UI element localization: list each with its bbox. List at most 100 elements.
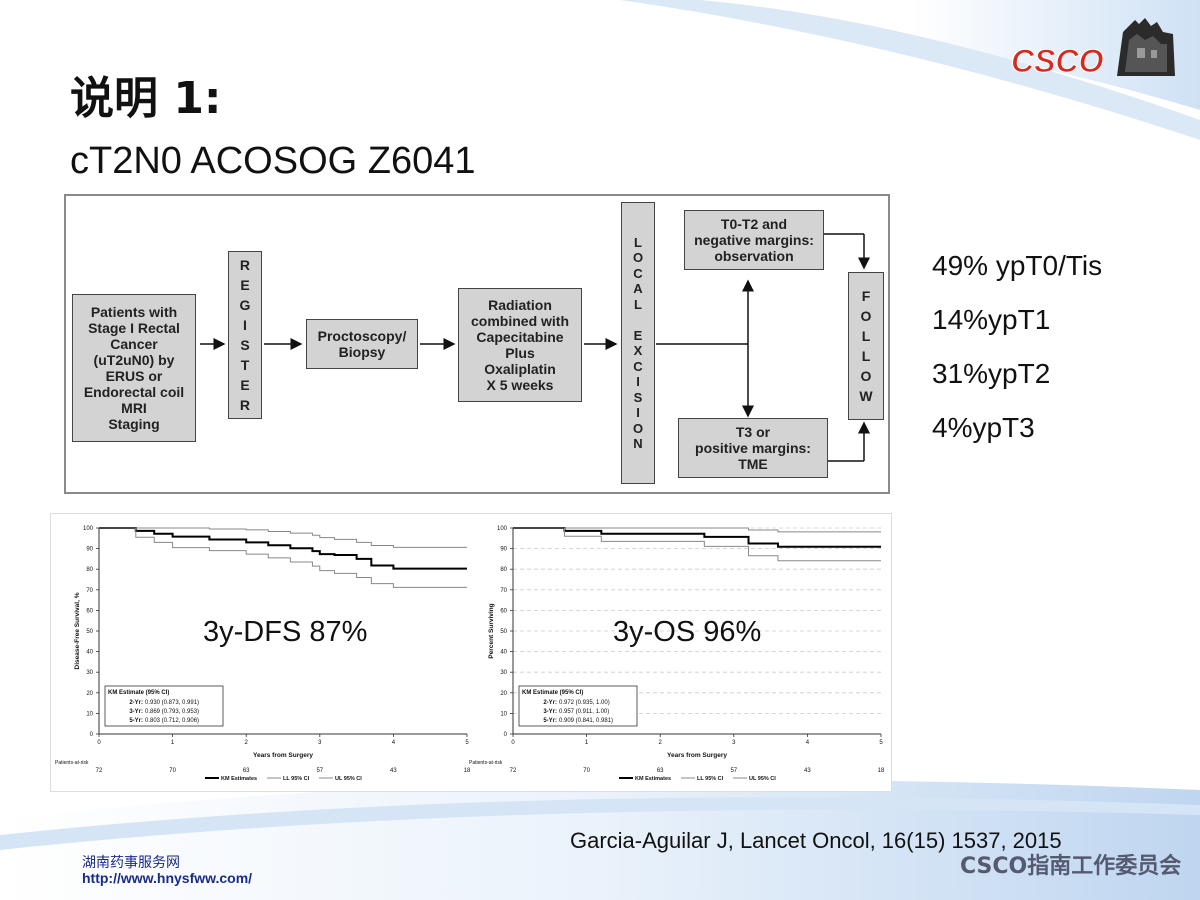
follow-text: F O L L O W — [859, 288, 873, 404]
dfs-x-axis-label: Years from Surgery — [253, 752, 313, 759]
proctoscopy-box: Proctoscopy/ Biopsy — [306, 319, 418, 369]
dfs-y-tick-label: 50 — [86, 629, 93, 635]
os-y-tick-label: 60 — [500, 608, 507, 614]
dfs-km-row-value: 0.869 (0.793, 0.953) — [145, 709, 199, 715]
dfs-x-tick-label: 1 — [171, 740, 175, 746]
dfs-series-line-1 — [99, 527, 467, 588]
dfs-y-tick-label: 10 — [86, 711, 93, 717]
dfs-km-row-label: 5-Yr: — [129, 718, 143, 724]
os-km-row-value: 0.909 (0.841, 0.981) — [559, 718, 613, 724]
stat-ypt2: 31%ypT2 — [932, 358, 1051, 389]
os-x-tick-label: 3 — [732, 740, 736, 746]
patients-text: Patients with Stage I Rectal Cancer (uT2… — [83, 304, 185, 432]
os-km-row-value: 0.957 (0.911, 1.00) — [559, 709, 609, 715]
dfs-y-tick-label: 30 — [86, 670, 93, 676]
os-at-risk-label: Patients-at-risk — [469, 760, 503, 766]
dfs-y-tick-label: 80 — [86, 567, 93, 573]
dfs-y-tick-label: 20 — [86, 691, 93, 697]
dfs-km-row-value: 0.930 (0.873, 0.991) — [145, 700, 199, 706]
citation: Garcia-Aguilar J, Lancet Oncol, 16(15) 1… — [570, 828, 1062, 853]
register-box: R E G I S T E R — [228, 251, 262, 419]
footer-url[interactable]: http://www.hnysfww.com/ — [82, 870, 253, 886]
os-at-risk-value: 72 — [510, 768, 517, 774]
dfs-km-box — [104, 685, 224, 727]
trial-flow-diagram: Patients with Stage I Rectal Cancer (uT2… — [64, 194, 890, 494]
dfs-y-tick-label: 100 — [83, 526, 94, 532]
os-km-row-value: 0.972 (0.935, 1.00) — [559, 700, 610, 706]
pathology-stats: 49% ypT0/Tis 14%ypT1 31%ypT2 4%ypT3 — [932, 250, 1102, 466]
dfs-legend-label-0: KM Estimates — [221, 776, 257, 782]
dfs-km-row-label: 2-Yr: — [129, 700, 143, 706]
stat-ypt3: 4%ypT3 — [932, 412, 1035, 443]
csco-logo-text: CSCO — [1011, 43, 1104, 79]
os-legend-label-2: UL 95% CI — [749, 776, 776, 782]
os-y-tick-label: 40 — [500, 650, 507, 656]
os-y-tick-label: 70 — [500, 588, 507, 594]
great-wall-logo-icon — [1117, 18, 1175, 76]
dfs-series-line-0 — [99, 527, 467, 570]
os-x-tick-label: 2 — [659, 740, 663, 746]
os-y-tick-label: 50 — [500, 629, 507, 635]
patients-box: Patients with Stage I Rectal Cancer (uT2… — [72, 294, 196, 442]
observation-box: T0-T2 and negative margins: observation — [684, 210, 824, 270]
dfs-at-risk-value: 18 — [464, 768, 471, 774]
os-x-axis-label: Years from Surgery — [667, 752, 727, 759]
os-km-box-title: KM Estimate (95% CI) — [522, 690, 583, 696]
os-y-tick-label: 80 — [500, 567, 507, 573]
local-excision-box: L O C A L E X C I S I O N — [621, 202, 655, 484]
dfs-km-row-value: 0.803 (0.712, 0.906) — [145, 718, 199, 724]
dfs-series-line-2 — [99, 527, 467, 548]
dfs-at-risk-value: 72 — [96, 768, 103, 774]
dfs-km-box-title: KM Estimate (95% CI) — [108, 690, 169, 696]
dfs-y-axis-label: Disease-Free Survival, % — [74, 592, 81, 669]
os-km-row-label: 5-Yr: — [543, 718, 557, 724]
os-legend-label-1: LL 95% CI — [697, 776, 724, 782]
dfs-y-tick-label: 60 — [86, 608, 93, 614]
dfs-at-risk-value: 63 — [243, 768, 250, 774]
dfs-overlay-label: 3y-DFS 87% — [203, 616, 368, 648]
os-y-tick-label: 30 — [500, 670, 507, 676]
slide-subtitle: cT2N0 ACOSOG Z6041 — [70, 140, 476, 182]
flow-arrows — [200, 233, 870, 462]
dfs-x-tick-label: 5 — [465, 740, 469, 746]
footer-org: CSCO指南工作委员会 — [960, 854, 1182, 879]
os-km-box — [518, 685, 638, 727]
dfs-km-row-label: 3-Yr: — [129, 709, 143, 715]
proctoscopy-text: Proctoscopy/ Biopsy — [317, 328, 407, 360]
footer-site-name: 湖南药事服务网 — [82, 855, 180, 871]
dfs-x-tick-label: 4 — [392, 740, 396, 746]
radiation-box: Radiation combined with Capecitabine Plu… — [458, 288, 582, 402]
os-y-tick-label: 10 — [500, 711, 507, 717]
dfs-at-risk-value: 70 — [169, 768, 176, 774]
dfs-x-tick-label: 0 — [97, 740, 101, 746]
os-y-tick-label: 20 — [500, 691, 507, 697]
os-at-risk-value: 63 — [657, 768, 664, 774]
os-x-tick-label: 4 — [806, 740, 810, 746]
tme-box: T3 or positive margins: TME — [678, 418, 828, 478]
os-legend-label-0: KM Estimates — [635, 776, 671, 782]
tme-text: T3 or positive margins: TME — [695, 424, 811, 472]
register-text: R E G I S T E R — [239, 257, 251, 413]
os-x-tick-label: 5 — [879, 740, 883, 746]
os-y-tick-label: 90 — [500, 547, 507, 553]
os-series-line-0 — [513, 527, 881, 548]
dfs-y-tick-label: 90 — [86, 547, 93, 553]
dfs-y-tick-label: 70 — [86, 588, 93, 594]
os-y-tick-label: 0 — [504, 732, 508, 738]
dfs-legend-label-2: UL 95% CI — [335, 776, 362, 782]
os-at-risk-value: 70 — [583, 768, 590, 774]
dfs-y-tick-label: 40 — [86, 650, 93, 656]
os-at-risk-value: 43 — [804, 768, 811, 774]
follow-box: F O L L O W — [848, 272, 884, 420]
os-x-tick-label: 1 — [585, 740, 589, 746]
os-km-row-label: 3-Yr: — [543, 709, 557, 715]
radiation-text: Radiation combined with Capecitabine Plu… — [471, 297, 569, 393]
stat-ypt1: 14%ypT1 — [932, 304, 1051, 335]
os-y-axis-label: Percent Surviving — [488, 603, 495, 658]
local-excision-text: L O C A L E X C I S I O N — [632, 234, 644, 452]
os-y-tick-label: 100 — [497, 526, 508, 532]
stat-ypt0: 49% ypT0/Tis — [932, 250, 1103, 281]
os-overlay-label: 3y-OS 96% — [613, 616, 762, 648]
